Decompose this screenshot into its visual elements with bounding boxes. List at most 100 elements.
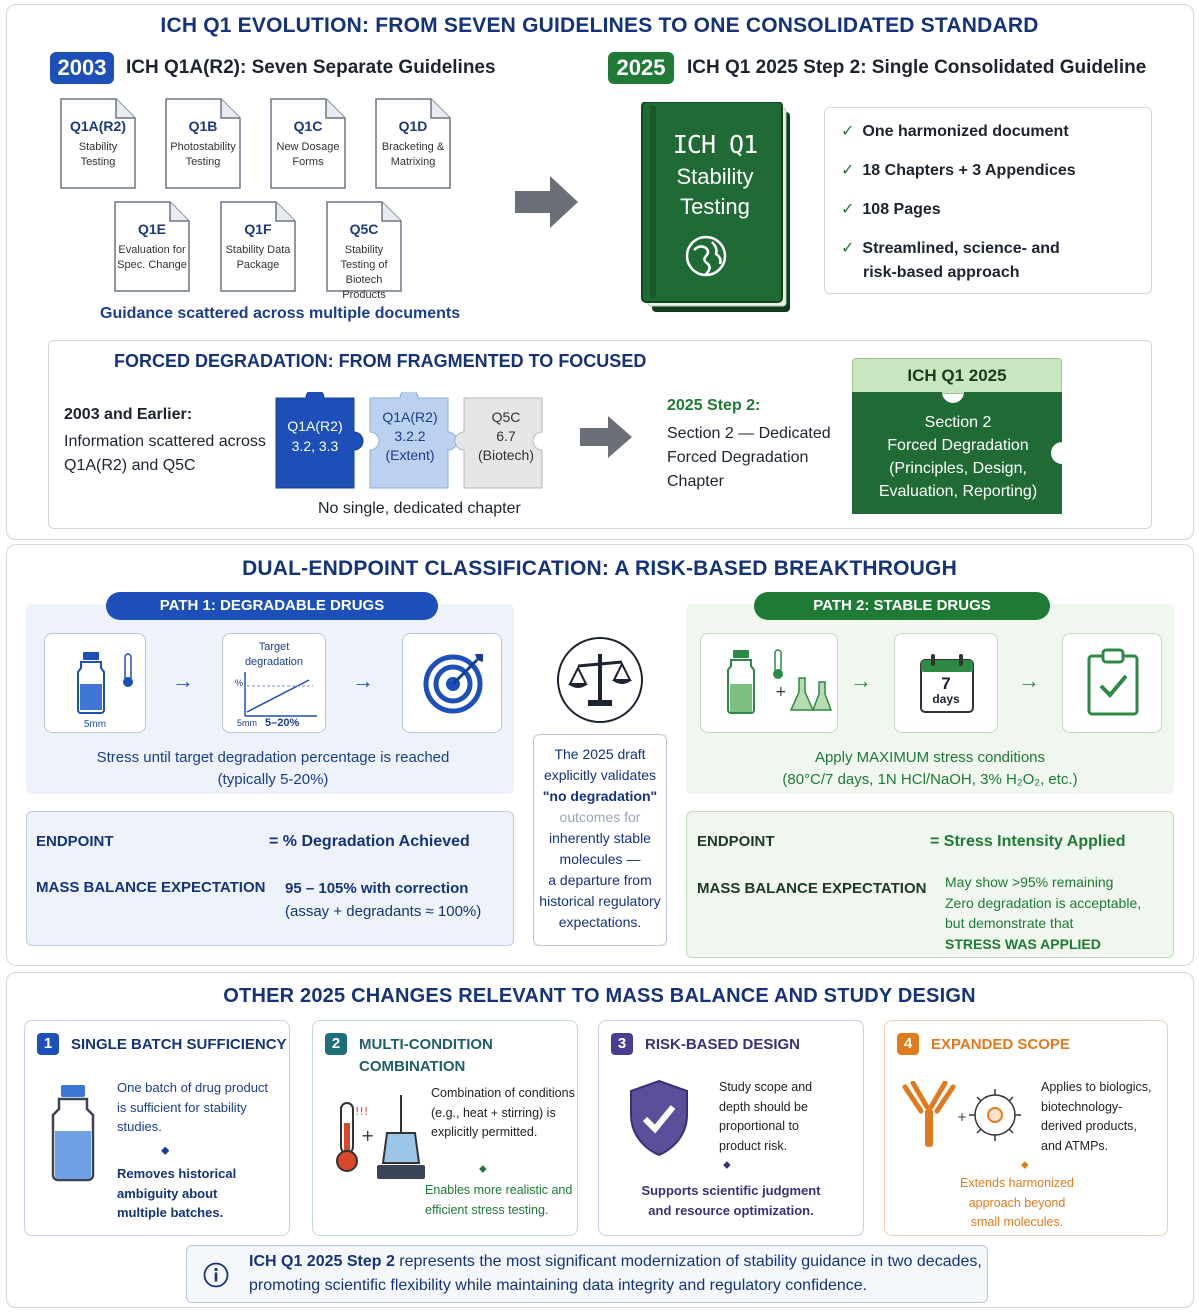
earlier-text-1: Information scattered across — [64, 433, 266, 450]
path2-desc-line1: Apply MAXIMUM stress conditions — [814, 749, 1046, 766]
document-description: Stability Testing — [78, 141, 118, 168]
target-icon — [423, 654, 483, 714]
fact-item: ✓ 18 Chapters + 3 Appendices — [841, 159, 1076, 183]
heat-stirring-icon: !!! + — [336, 1095, 425, 1179]
piece-3-line1: Q5C — [491, 409, 521, 425]
change-card-single-batch: 1 SINGLE BATCH SUFFICIENCY One batch of … — [24, 1020, 290, 1236]
document-icon — [326, 201, 402, 292]
document-code: Q1D — [398, 118, 428, 134]
card-body: Study scope and depth should be proporti… — [719, 1078, 812, 1156]
badge-line1: Section 2 — [924, 414, 992, 431]
calendar-icon — [920, 654, 974, 713]
card-number: 1 — [37, 1033, 59, 1055]
evolution-title: ICH Q1 EVOLUTION: FROM SEVEN GUIDELINES … — [160, 14, 1039, 37]
year-badge-2025: 2025 — [608, 52, 674, 84]
card-footer-line: Extends harmonized — [960, 1176, 1074, 1190]
path2-endpoint-box — [686, 811, 1174, 958]
footer-note: ICH Q1 2025 Step 2 represents the most s… — [186, 1245, 988, 1303]
right-heading: ICH Q1 2025 Step 2: Single Consolidated … — [687, 57, 1147, 78]
target-card — [402, 633, 502, 733]
step2-title: 2025 Step 2: — [667, 397, 761, 414]
forced-degradation-title: FORCED DEGRADATION: FROM FRAGMENTED TO F… — [114, 351, 647, 371]
card-footer: Removes historical ambiguity about multi… — [117, 1164, 236, 1223]
path2-mb-value-1: May show >95% remaining — [945, 874, 1114, 890]
path2-mb-value-3: but demonstrate that — [945, 915, 1074, 931]
chart-x-label: 5mm — [237, 718, 257, 728]
card-body-line: Applies to biologics, — [1041, 1080, 1152, 1094]
card-footer-line: ambiguity about — [117, 1185, 218, 1201]
card-body: Applies to biologics, biotechnology- der… — [1041, 1078, 1151, 1156]
no-chapter-caption: No single, dedicated chapter — [318, 500, 521, 517]
card-footer-line: Enables more realistic and — [425, 1183, 573, 1197]
arrow-right-icon — [580, 416, 632, 458]
badge-line2: Forced Degradation — [887, 437, 1029, 454]
center-line7: a departure from — [548, 872, 652, 888]
card-body-line: is sufficient for stability — [117, 1099, 247, 1115]
path2-endpoint-label: ENDPOINT — [697, 833, 775, 850]
clipboard-card — [1062, 633, 1162, 733]
path1-endpoint-box — [26, 811, 514, 946]
card-body-line: Study scope and — [719, 1080, 813, 1094]
vial-icon — [77, 652, 133, 714]
footer-bold: ICH Q1 2025 Step 2 — [249, 1253, 395, 1270]
fact-text: 18 Chapters + 3 Appendices — [862, 162, 1076, 179]
document-code: Q5C — [349, 221, 379, 237]
step2-line3: Chapter — [667, 473, 724, 490]
card-number: 3 — [611, 1033, 633, 1055]
svg-text:+: + — [775, 684, 787, 700]
vial-thermometer-card: 5mm — [44, 633, 146, 733]
piece-2-line2: 3.2.2 — [394, 428, 426, 444]
svg-text:+: + — [957, 1110, 967, 1124]
path2-mb-label: MASS BALANCE EXPECTATION — [697, 880, 927, 897]
path1-description: Stress until target degradation percenta… — [26, 747, 520, 791]
svg-text:+: + — [361, 1126, 374, 1145]
book-title-line2: Stability — [676, 164, 754, 189]
year-badge-2003: 2003 — [50, 52, 114, 84]
card-title: RISK-BASED DESIGN — [645, 1036, 801, 1053]
badge-line3: (Principles, Design, — [889, 460, 1027, 477]
vial-caption: 5mm — [83, 719, 107, 730]
puzzle-pieces — [275, 392, 543, 489]
card-title: MULTI-CONDITION COMBINATION — [359, 1034, 493, 1078]
calendar-number: 7 — [941, 674, 951, 693]
center-line6: molecules — — [559, 851, 641, 867]
step2-line2: Forced Degradation — [667, 449, 809, 466]
card-title-line1: MULTI-CONDITION — [359, 1036, 493, 1053]
piece-1-label: Q1A(R2) 3.2, 3.3 — [276, 416, 354, 456]
document-icon — [375, 98, 451, 189]
check-icon: ✓ — [841, 240, 855, 257]
path2-label: PATH 2: STABLE DRUGS — [754, 592, 1050, 620]
book-title-line1: ICH Q1 — [672, 130, 758, 159]
center-line2: explicitly validates — [543, 767, 657, 783]
card-footer: Extends harmonized approach beyond small… — [933, 1174, 1101, 1233]
fact-text: 108 Pages — [862, 201, 941, 218]
arrow-right-icon: → — [172, 668, 194, 693]
card-title-line2: COMBINATION — [359, 1058, 466, 1075]
card-footer-line: multiple batches. — [117, 1205, 224, 1220]
card-body-line: and ATMPs. — [1041, 1138, 1109, 1153]
card-body-line: studies. — [117, 1119, 162, 1134]
center-line5: inherently stable — [549, 830, 651, 846]
document-description: Stability Testing of Biotech Products — [340, 244, 388, 301]
step2-line1: Section 2 — Dedicated — [667, 425, 831, 442]
document-icon — [165, 98, 241, 189]
change-card-multi-condition: 2 MULTI-CONDITION COMBINATION !!! + Comb… — [312, 1020, 578, 1236]
antibody-cell-icon: + — [902, 1081, 1021, 1147]
check-icon: ✓ — [841, 162, 855, 179]
piece-3-line2: 6.7 — [496, 428, 516, 444]
piece-1-line1: Q1A(R2) — [287, 418, 343, 434]
calendar-unit: days — [932, 692, 960, 706]
card-body-line: biotechnology- — [1041, 1099, 1123, 1114]
document-icon — [114, 201, 190, 292]
earlier-text-2: Q1A(R2) and Q5C — [64, 457, 196, 474]
card-footer-line: efficient stress testing. — [425, 1202, 549, 1217]
piece-2-line1: Q1A(R2) — [382, 409, 438, 425]
down-arrow-icon: ⬥ — [723, 1159, 731, 1171]
fact-text: One harmonized document — [862, 123, 1069, 140]
chart-label-line1: Target — [258, 641, 290, 653]
card-body-line: derived products, — [1041, 1119, 1137, 1133]
section2-badge-shape — [852, 392, 1062, 514]
